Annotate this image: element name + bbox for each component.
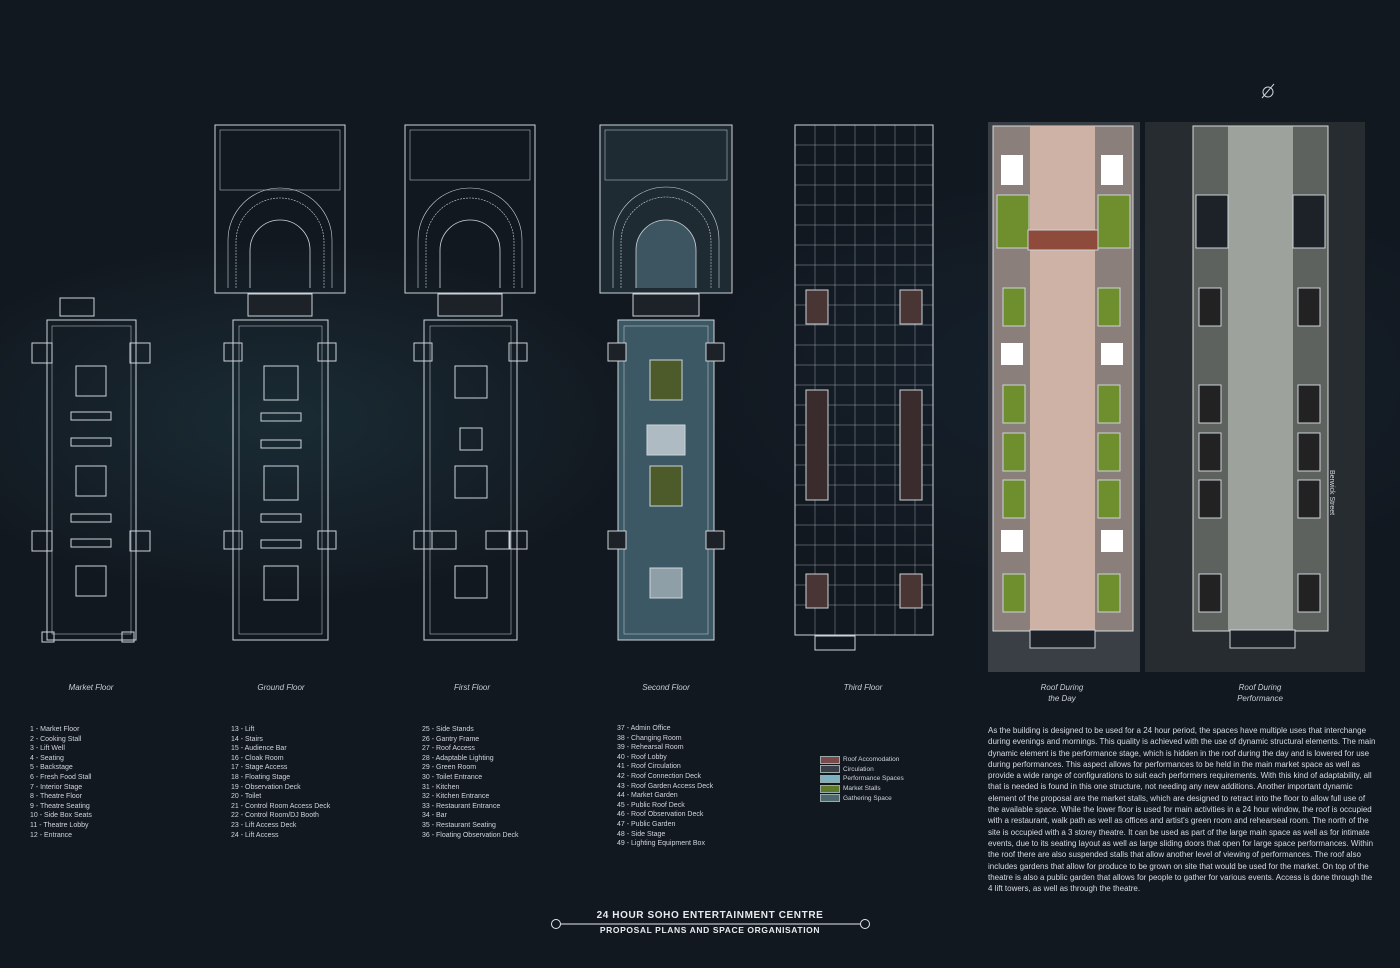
legend-item: 39 - Rehearsal Room	[617, 744, 684, 752]
space-key-swatch	[820, 794, 840, 803]
legend-item: 28 - Adaptable Lighting	[422, 754, 494, 762]
caption-roof-performance-line2: Performance	[1237, 694, 1283, 703]
space-key-label: Market Stalls	[843, 785, 881, 793]
third-floor-plan	[794, 124, 934, 651]
space-key-swatch	[820, 755, 840, 764]
caption-ground-floor: Ground Floor	[257, 683, 305, 692]
title-block: 24 HOUR SOHO ENTERTAINMENT CENTRE PROPOS…	[550, 910, 870, 946]
legend-item: 21 - Control Room Access Deck	[231, 802, 331, 810]
legend-item: 13 - Lift	[231, 726, 255, 733]
legend-item: 45 - Public Roof Deck	[617, 801, 685, 809]
legend-item: 16 - Cloak Room	[231, 754, 284, 762]
space-key-swatch	[820, 765, 840, 774]
legend-item: 35 - Restaurant Seating	[422, 821, 496, 829]
legend-item: 18 - Floating Stage	[231, 773, 291, 781]
legend-item: 24 - Lift Access	[231, 831, 279, 839]
legend-item: 29 - Green Room	[422, 764, 477, 772]
title-rule	[551, 919, 870, 929]
legend-item: 9 - Theatre Seating	[30, 802, 90, 810]
space-key-swatch	[820, 774, 840, 783]
legend-item: 37 - Admin Office	[617, 725, 671, 732]
legend-column-3: 25 - Side Stands 26 - Gantry Frame 27 - …	[422, 725, 519, 840]
legend-item: 20 - Toilet	[231, 793, 262, 801]
legend-item: 26 - Gantry Frame	[422, 735, 480, 743]
caption-roof-day-line1: Roof During	[1040, 683, 1084, 692]
legend-item: 38 - Changing Room	[617, 734, 682, 742]
legend-item: 27 - Roof Access	[422, 745, 475, 753]
caption-roof-day: Roof During the Day	[997, 682, 1127, 704]
project-description: As the building is designed to be used f…	[988, 726, 1376, 894]
legend-column-4: 37 - Admin Office 38 - Changing Room 39 …	[617, 724, 713, 849]
caption-second-floor: Second Floor	[642, 683, 690, 692]
legend-item: 41 - Roof Circulation	[617, 763, 681, 771]
legend-item: 49 - Lighting Equipment Box	[617, 840, 705, 848]
space-key-row: Gathering Space	[820, 793, 904, 803]
ground-floor-plan	[214, 124, 346, 641]
legend-item: 25 - Side Stands	[422, 726, 474, 733]
legend-item: 3 - Lift Well	[30, 745, 65, 753]
legend-item: 11 - Theatre Lobby	[30, 821, 89, 829]
legend-item: 1 - Market Floor	[30, 726, 80, 733]
legend-item: 2 - Cooking Stall	[30, 735, 82, 743]
first-floor-plan	[404, 124, 536, 641]
legend-item: 19 - Observation Deck	[231, 783, 301, 791]
page-title: 24 HOUR SOHO ENTERTAINMENT CENTRE	[596, 910, 824, 921]
legend-item: 23 - Lift Access Deck	[231, 821, 297, 829]
second-floor-plan	[599, 124, 733, 641]
legend-item: 6 - Fresh Food Stall	[30, 773, 92, 781]
legend-item: 12 - Entrance	[30, 831, 73, 839]
caption-market-floor: Market Floor	[68, 683, 114, 692]
legend-item: 8 - Theatre Floor	[30, 793, 83, 801]
legend-item: 32 - Kitchen Entrance	[422, 793, 490, 801]
legend-item: 46 - Roof Observation Deck	[617, 811, 704, 819]
roof-day-plan	[988, 122, 1140, 672]
space-key-label: Circulation	[843, 765, 874, 773]
space-key-row: Performance Spaces	[820, 774, 904, 784]
caption-roof-day-line2: the Day	[1048, 694, 1076, 703]
space-key: Roof Accomodation Circulation Performanc…	[820, 755, 904, 803]
caption-third-floor: Third Floor	[843, 683, 883, 692]
legend-column-1: 1 - Market Floor 2 - Cooking Stall 3 - L…	[30, 725, 92, 840]
legend-item: 40 - Roof Lobby	[617, 753, 667, 761]
caption-roof-performance: Roof During Performance	[1195, 682, 1325, 704]
space-key-label: Gathering Space	[843, 794, 892, 802]
legend-item: 36 - Floating Observation Deck	[422, 831, 519, 839]
legend-item: 31 - Kitchen	[422, 783, 460, 791]
legend-item: 10 - Side Box Seats	[30, 812, 92, 820]
space-key-label: Roof Accomodation	[843, 756, 900, 764]
space-key-row: Market Stalls	[820, 784, 904, 794]
legend-item: 7 - Interior Stage	[30, 783, 83, 791]
market-floor-plan	[31, 297, 151, 643]
street-label: Berwick Street	[1328, 470, 1335, 516]
space-key-swatch	[820, 784, 840, 793]
north-arrow-icon	[1261, 83, 1275, 99]
legend-item: 48 - Side Stage	[617, 830, 666, 838]
legend-item: 42 - Roof Connection Deck	[617, 772, 702, 780]
legend-item: 44 - Market Garden	[617, 792, 678, 800]
legend-item: 14 - Stairs	[231, 735, 263, 743]
page-subtitle: PROPOSAL PLANS AND SPACE ORGANISATION	[599, 925, 821, 935]
legend-item: 30 - Toilet Entrance	[422, 773, 483, 781]
legend-item: 47 - Public Garden	[617, 820, 676, 828]
legend-item: 22 - Control Room/DJ Booth	[231, 812, 319, 820]
legend-item: 5 - Backstage	[30, 764, 73, 772]
legend-item: 33 - Restaurant Entrance	[422, 802, 501, 810]
legend-item: 34 - Bar	[422, 812, 447, 820]
legend-column-2: 13 - Lift 14 - Stairs 15 - Audience Bar …	[231, 725, 330, 840]
space-key-row: Circulation	[820, 765, 904, 775]
legend-item: 17 - Stage Access	[231, 764, 288, 772]
space-key-row: Roof Accomodation	[820, 755, 904, 765]
legend-item: 4 - Seating	[30, 754, 64, 762]
roof-performance-plan	[1145, 122, 1365, 672]
caption-first-floor: First Floor	[454, 683, 490, 692]
legend-item: 43 - Roof Garden Access Deck	[617, 782, 714, 790]
legend-item: 15 - Audience Bar	[231, 745, 287, 753]
caption-roof-performance-line1: Roof During	[1238, 683, 1282, 692]
space-key-label: Performance Spaces	[843, 775, 904, 783]
